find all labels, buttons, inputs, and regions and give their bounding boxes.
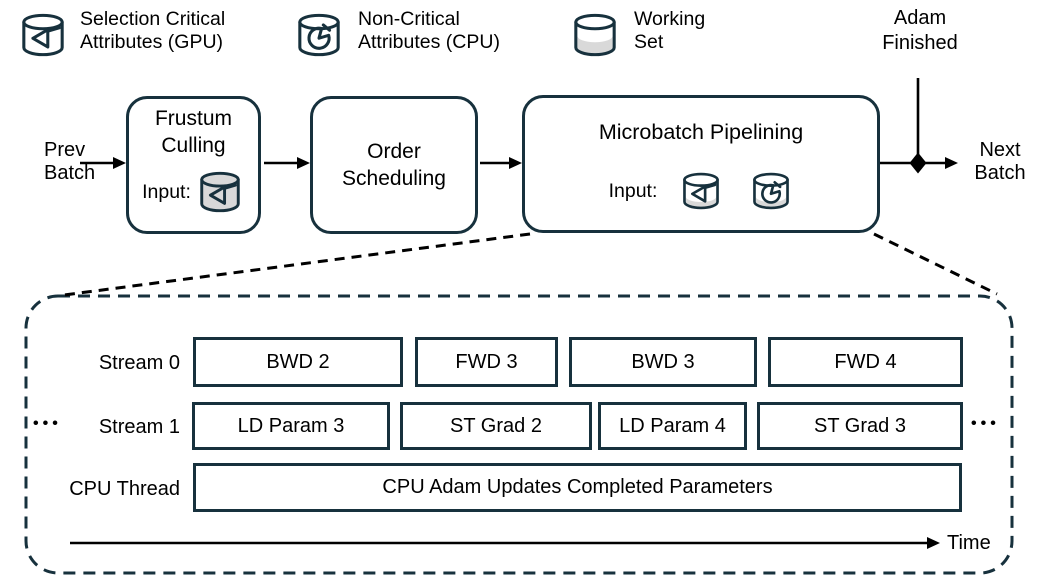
working-set-cylinder-icon (574, 13, 616, 57)
microbatch-pipelining-title: Microbatch Pipelining (598, 120, 804, 144)
frustum-input-row: Input: (142, 171, 245, 213)
cpu-thread-label: CPU Thread (69, 478, 180, 500)
frustum-input-label: Input: (142, 180, 191, 203)
microbatch-input-row: Input: (609, 172, 794, 210)
stream0-label: Stream 0 (98, 352, 180, 374)
ellipsis-right: ••• (971, 415, 1000, 432)
frustum-culling-title: Frustum Culling (154, 107, 232, 157)
prev-batch-label: Prev Batch (44, 139, 96, 184)
order-scheduling-box: Order Scheduling (310, 96, 478, 234)
frustum-culling-box: Frustum Culling Input: (126, 96, 261, 234)
ellipsis-left: ••• (33, 415, 62, 432)
timeline-block-fwd4: FWD 4 (768, 337, 963, 387)
order-scheduling-title: Order Scheduling (342, 140, 446, 190)
zoom-expansion-line-right (873, 232, 998, 296)
zoom-expansion-line-left (63, 232, 531, 297)
arrow-order-to-microbatch (480, 157, 522, 169)
selection-critical-cylinder-icon (22, 13, 64, 57)
timeline-block-fwd3: FWD 3 (415, 337, 558, 387)
timeline-block-ld-param3: LD Param 3 (192, 402, 390, 450)
legend-label-selection-critical: Selection Critical Attributes (GPU) (80, 8, 226, 53)
adam-finished-label: Adam Finished (882, 7, 958, 54)
timeline-block-cpu-adam: CPU Adam Updates Completed Parameters (193, 463, 962, 512)
microbatch-pipelining-box: Microbatch Pipelining Input: (522, 95, 880, 233)
microbatch-input-noncritical-cylinder-icon (753, 172, 790, 210)
zoom-region-outline (24, 294, 1014, 575)
legend-label-non-critical: Non-Critical Attributes (CPU) (358, 8, 500, 53)
timeline-block-st-grad3: ST Grad 3 (757, 402, 963, 450)
microbatch-input-critical-cylinder-icon (683, 172, 720, 210)
adam-finished-connector (909, 78, 927, 174)
next-batch-label: Next Batch (974, 139, 1026, 184)
non-critical-cylinder-icon (298, 13, 340, 57)
timeline-block-ld-param4: LD Param 4 (598, 402, 747, 450)
junction-diamond-icon (909, 152, 927, 174)
timeline-block-bwd2: BWD 2 (193, 337, 403, 387)
arrow-frustum-to-order (264, 157, 310, 169)
legend-label-working-set: Working Set (634, 8, 706, 53)
stream1-label: Stream 1 (98, 416, 180, 438)
microbatch-input-label: Input: (608, 179, 658, 202)
timeline-block-st-grad2: ST Grad 2 (400, 402, 592, 450)
time-axis-label: Time (947, 532, 991, 554)
frustum-input-cylinder-icon (200, 171, 240, 213)
time-axis-arrow (70, 537, 940, 549)
arrow-prev-to-frustum (80, 157, 126, 169)
timeline-block-bwd3: BWD 3 (569, 337, 757, 387)
